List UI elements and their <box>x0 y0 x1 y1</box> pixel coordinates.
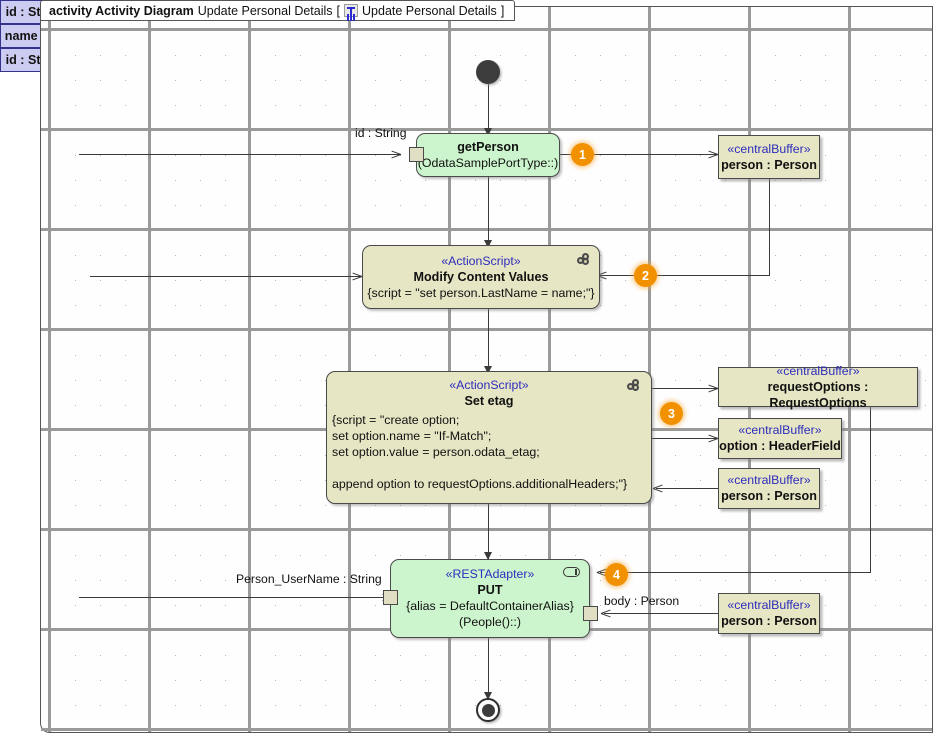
action-get-person-title: getPerson <box>457 140 519 154</box>
pin-put-body[interactable] <box>583 606 598 621</box>
action-modify-body: {script = "set person.LastName = name;"} <box>367 285 595 300</box>
arrowhead-setetag-to-put <box>484 552 492 560</box>
edge-requestoptions-to-put <box>600 572 871 574</box>
edge-person-buffer-to-modify <box>600 275 770 277</box>
frame-title-tab[interactable]: activity Activity Diagram Update Persona… <box>40 0 516 21</box>
buffer-person-mid-label: person : Person <box>721 489 817 503</box>
action-setetag-stereotype: «ActionScript» <box>449 378 529 392</box>
badge-put[interactable]: 4 <box>605 563 628 586</box>
edge-modify-to-setetag <box>488 309 490 371</box>
label-put-input: Person_UserName : String <box>236 572 382 586</box>
buffer-person-top[interactable]: «centralBuffer» person : Person <box>718 135 820 179</box>
buffer-person-bottom-stereotype: «centralBuffer» <box>727 598 811 612</box>
edge-setetag-to-requestoptions <box>652 388 718 390</box>
script-chain-icon <box>577 253 592 266</box>
buffer-request-options[interactable]: «centralBuffer» requestOptions : Request… <box>718 363 918 410</box>
rest-pill-icon <box>563 567 580 577</box>
action-put-body1: {alias = DefaultContainerAlias} <box>406 599 574 613</box>
arrowhead-person-bottom-to-put <box>600 608 611 619</box>
buffer-person-top-label: person : Person <box>721 157 817 172</box>
frame-bracket-open: [ <box>336 3 341 18</box>
arrowhead-put-to-final <box>484 692 492 700</box>
edge-name-to-modify <box>90 276 362 278</box>
action-put-title: PUT <box>477 583 503 597</box>
edge-person-bottom-to-put <box>604 613 718 615</box>
buffer-request-options-stereotype: «centralBuffer» <box>776 363 860 378</box>
buffer-person-bottom-label: person : Person <box>721 614 817 628</box>
arrowhead-id-to-getperson <box>391 149 402 160</box>
badge-get-person[interactable]: 1 <box>571 143 594 166</box>
frame-bracket-close: ] <box>500 3 505 18</box>
script-chain-icon <box>627 379 642 392</box>
action-modify-content-values[interactable]: «ActionScript» Modify Content Values {sc… <box>362 245 600 309</box>
edge-id-to-put <box>79 597 392 599</box>
action-put-body2: (People()::) <box>459 615 521 629</box>
badge-modify-content-values[interactable]: 2 <box>634 264 657 287</box>
arrowhead-person-mid-to-setetag <box>652 483 663 494</box>
edge-person-mid-to-setetag <box>656 488 718 490</box>
action-get-person-body: (OdataSamplePortType::) <box>417 156 559 170</box>
arrowhead-modify-to-setetag <box>484 366 492 374</box>
frame-diagram-name: Update Personal Details <box>197 3 333 18</box>
frame-bracket-name: Update Personal Details <box>362 3 497 18</box>
arrowhead-getperson-to-modify <box>484 240 492 248</box>
action-modify-title: Modify Content Values <box>413 269 549 284</box>
edge-person-buffer-down <box>769 179 771 276</box>
frame-keyword: activity Activity Diagram <box>49 3 194 18</box>
action-set-etag[interactable]: «ActionScript» Set etag {script = "creat… <box>326 371 652 504</box>
pin-get-person-input[interactable] <box>409 147 424 162</box>
initial-node[interactable] <box>476 60 500 84</box>
buffer-request-options-label: requestOptions : RequestOptions <box>767 379 869 410</box>
buffer-option-stereotype: «centralBuffer» <box>738 423 822 437</box>
action-modify-stereotype: «ActionScript» <box>441 253 521 268</box>
buffer-person-mid-stereotype: «centralBuffer» <box>727 473 811 487</box>
buffer-option-label: option : HeaderField <box>719 439 841 453</box>
arrowhead-initial-to-getperson <box>484 128 492 136</box>
buffer-person-mid[interactable]: «centralBuffer» person : Person <box>718 468 820 509</box>
label-put-body: body : Person <box>604 594 680 608</box>
badge-set-etag[interactable]: 3 <box>660 402 683 425</box>
action-put-stereotype: «RESTAdapter» <box>445 567 535 581</box>
edge-put-to-final <box>488 638 490 698</box>
buffer-option-headerfield[interactable]: «centralBuffer» option : HeaderField <box>718 418 842 459</box>
activity-final-node[interactable] <box>476 698 500 722</box>
activity-diagram-icon <box>344 4 359 17</box>
label-getperson-input: id : String <box>355 126 407 140</box>
edge-getperson-to-modify <box>488 177 490 245</box>
pin-put-input[interactable] <box>383 590 398 605</box>
action-setetag-script: {script = "create option; set option.nam… <box>332 413 628 491</box>
edge-getperson-to-person-buffer <box>560 154 718 156</box>
edge-setetag-to-option <box>652 438 718 440</box>
buffer-person-bottom[interactable]: «centralBuffer» person : Person <box>718 593 820 634</box>
edge-initial-to-getperson <box>488 82 490 132</box>
buffer-person-top-stereotype: «centralBuffer» <box>727 141 811 156</box>
action-get-person[interactable]: getPerson (OdataSamplePortType::) <box>416 133 560 177</box>
edge-requestoptions-down <box>870 403 872 573</box>
action-setetag-title: Set etag <box>464 394 514 408</box>
edge-setetag-to-put <box>488 504 490 559</box>
action-put[interactable]: «RESTAdapter» PUT {alias = DefaultContai… <box>390 559 590 638</box>
edge-id-to-getperson <box>79 154 401 156</box>
